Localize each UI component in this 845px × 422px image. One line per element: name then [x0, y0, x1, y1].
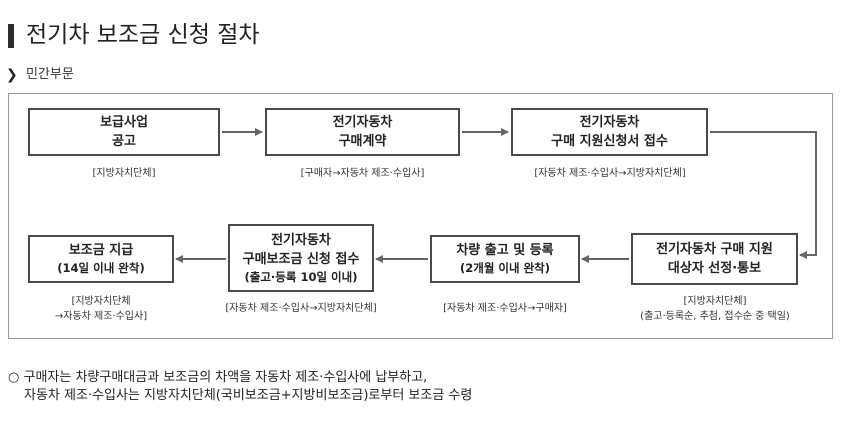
note-line-2: 자동차 제조·수입사는 지방자치단체(국비보조금+지방비보조금)로부터 보조금 …: [24, 388, 473, 403]
step-box-application-receipt: 전기자동차 구매 지원신청서 접수: [511, 108, 708, 156]
step-1-line2: 공고: [112, 134, 136, 149]
step-2-caption: [구매자→자동차 제조·수입사]: [300, 168, 425, 179]
step-3-line2: 구매 지원신청서 접수: [551, 134, 668, 149]
step-1-caption: [지방자치단체]: [92, 168, 156, 179]
step-3-line1: 전기자동차: [579, 115, 640, 130]
title-accent-bar: [8, 24, 14, 48]
chevron-right-icon: ❯: [6, 67, 18, 83]
step-5-line1: 차량 출고 및 등록: [456, 243, 554, 258]
page-title: 전기차 보조금 신청 절차: [26, 22, 260, 48]
diagram-frame: [8, 93, 833, 339]
step-box-vehicle-delivery: 차량 출고 및 등록 (2개월 이내 완착): [430, 235, 580, 283]
step-5-line2: (2개월 이내 완착): [459, 261, 550, 275]
note-text-1: 구매자는 차량구매대금과 보조금의 차액을 자동차 제조·수입사에 납부하고,: [23, 370, 428, 385]
section-subtitle: 민간부문: [26, 67, 74, 82]
step-6-line2: 구매보조금 신청 접수: [242, 251, 360, 267]
note-bullet: ○: [8, 370, 20, 385]
step-box-purchase-contract: 전기자동차 구매계약: [265, 108, 460, 156]
arrow-3-to-4: [710, 131, 817, 259]
step-2-line1: 전기자동차: [332, 115, 393, 130]
step-7-caption-2: →자동차 제조·수입사]: [54, 311, 148, 322]
note-block: ○ 구매자는 차량구매대금과 보조금의 차액을 자동차 제조·수입사에 납부하고…: [8, 369, 472, 405]
step-6-caption: [자동차 제조·수입사→지방자치단체]: [225, 303, 377, 314]
step-box-announcement: 보급사업 공고: [28, 108, 220, 156]
step-4-caption-2: (출고·등록순, 추첨, 접수순 중 택일): [640, 311, 790, 322]
step-6-line1: 전기자동차: [271, 232, 331, 248]
step-box-subsidy-payment: 보조금 지급 (14일 이내 완착): [28, 235, 174, 283]
step-6-line3: (출고·등록 10일 이내): [244, 269, 358, 284]
step-1-line1: 보급사업: [100, 115, 148, 130]
step-2-line2: 구매계약: [338, 134, 387, 149]
step-4-caption-1: [지방자치단체]: [683, 296, 747, 307]
step-3-caption: [자동차 제조·수입사→지방자치단체]: [534, 168, 686, 179]
step-7-caption-1: [지방자치단체: [71, 296, 131, 307]
step-5-caption: [자동차 제조·수입사→구매자]: [443, 303, 567, 314]
step-4-line2: 대상자 선정·통보: [667, 261, 762, 276]
step-7-line1: 보조금 지급: [68, 243, 134, 258]
step-4-line1: 전기자동차 구매 지원: [656, 242, 773, 257]
note-line-1: ○ 구매자는 차량구매대금과 보조금의 차액을 자동차 제조·수입사에 납부하고…: [8, 369, 472, 387]
step-box-recipient-selection: 전기자동차 구매 지원 대상자 선정·통보: [631, 233, 798, 285]
step-7-line2: (14일 이내 완착): [57, 261, 145, 275]
step-box-subsidy-application: 전기자동차 구매보조금 신청 접수 (출고·등록 10일 이내): [228, 224, 374, 292]
